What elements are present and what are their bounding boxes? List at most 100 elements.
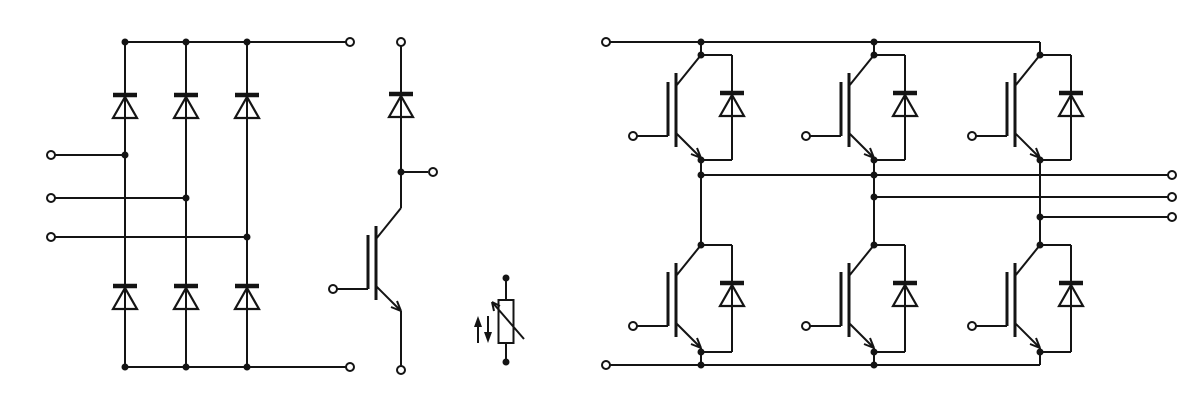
igbt-emitter-arrow (1035, 337, 1041, 349)
diode (172, 283, 200, 311)
junction-dot (697, 171, 705, 179)
igbt-emitter-lead (675, 132, 702, 159)
three-phase-inverter-bridge (601, 37, 1177, 370)
diode-triangle (111, 285, 139, 311)
diode (891, 90, 919, 118)
junction-dot (697, 348, 705, 356)
terminal (396, 37, 406, 47)
diode (718, 280, 746, 308)
terminal (46, 150, 56, 160)
terminal (1167, 170, 1177, 180)
igbt-emitter-arrow (863, 343, 875, 349)
junction-dot (182, 363, 190, 371)
junction-dot (243, 38, 251, 46)
gate-terminal (801, 321, 811, 331)
junction-dot (1036, 213, 1044, 221)
igbt-emitter-arrow (869, 147, 875, 159)
gate-terminal (628, 321, 638, 331)
igbt-emitter-lead (848, 132, 875, 159)
junction-dot (1036, 51, 1044, 59)
diode (172, 92, 200, 120)
ntc-thermistor (474, 274, 525, 366)
junction-dot (870, 193, 878, 201)
igbt-transistor (967, 54, 1041, 163)
gate-terminal (967, 131, 977, 141)
igbt-emitter-arrow (696, 337, 702, 349)
igbt-emitter-arrow (696, 147, 702, 159)
diode-triangle (718, 92, 746, 118)
thermistor-body (497, 299, 515, 344)
terminal (396, 365, 406, 375)
igbt-emitter-arrow (690, 343, 702, 349)
junction-dot (870, 348, 878, 356)
igbt-transistor (628, 54, 702, 163)
igbt-collector-lead (848, 54, 875, 87)
up-arrow-icon (474, 316, 482, 327)
junction-dot (870, 171, 878, 179)
diode-triangle (233, 285, 261, 311)
junction-dot (870, 156, 878, 164)
junction-dot (502, 274, 510, 282)
junction-dot (1036, 348, 1044, 356)
junction-dot (182, 38, 190, 46)
diode-triangle (1057, 282, 1085, 308)
terminal (428, 167, 438, 177)
diode-triangle (1057, 92, 1085, 118)
diode-triangle (891, 282, 919, 308)
igbt-emitter-lead (675, 322, 702, 349)
diode-triangle (387, 93, 415, 119)
igbt-emitter-lead (375, 285, 402, 312)
terminal (46, 232, 56, 242)
igbt-transistor (628, 244, 702, 353)
thermistor-symbol (474, 299, 525, 344)
junction-dot (243, 233, 251, 241)
three-phase-rectifier-bridge (46, 37, 355, 372)
gate-terminal (967, 321, 977, 331)
igbt-transistor (801, 54, 875, 163)
igbt-transistor (967, 244, 1041, 353)
junction-dot (697, 38, 705, 46)
junction-dot (243, 363, 251, 371)
diode (1057, 280, 1085, 308)
thermistor-diagonal-barb (491, 301, 495, 312)
igbt-collector-lead (848, 244, 875, 277)
diode (233, 92, 261, 120)
igbt-transistor (801, 244, 875, 353)
thermistor-diagonal-barb (491, 301, 501, 307)
diode-triangle (891, 92, 919, 118)
diode (718, 90, 746, 118)
igbt-emitter-lead (1014, 132, 1041, 159)
igbt-transistor (328, 207, 402, 316)
terminal (1167, 192, 1177, 202)
junction-dot (697, 51, 705, 59)
igbt-emitter-arrow (396, 300, 402, 312)
junction-dot (121, 151, 129, 159)
junction-dot (121, 38, 129, 46)
terminal (601, 37, 611, 47)
igbt-collector-lead (1014, 54, 1041, 87)
junction-dot (697, 156, 705, 164)
gate-terminal (328, 284, 338, 294)
junction-dot (870, 38, 878, 46)
igbt-collector-lead (675, 244, 702, 277)
junction-dot (697, 241, 705, 249)
diode (387, 91, 415, 119)
gate-terminal (628, 131, 638, 141)
junction-dot (870, 361, 878, 369)
brake-chopper (328, 37, 438, 375)
igbt-emitter-arrow (1035, 147, 1041, 159)
diode (233, 283, 261, 311)
terminal (1167, 212, 1177, 222)
igbt-emitter-arrow (390, 306, 402, 312)
down-arrow-icon (484, 332, 492, 343)
junction-dot (697, 361, 705, 369)
junction-dot (1036, 156, 1044, 164)
igbt-emitter-arrow (869, 337, 875, 349)
junction-dot (397, 168, 405, 176)
igbt-emitter-arrow (1029, 343, 1041, 349)
diode (891, 280, 919, 308)
diode (111, 283, 139, 311)
diode-triangle (172, 285, 200, 311)
